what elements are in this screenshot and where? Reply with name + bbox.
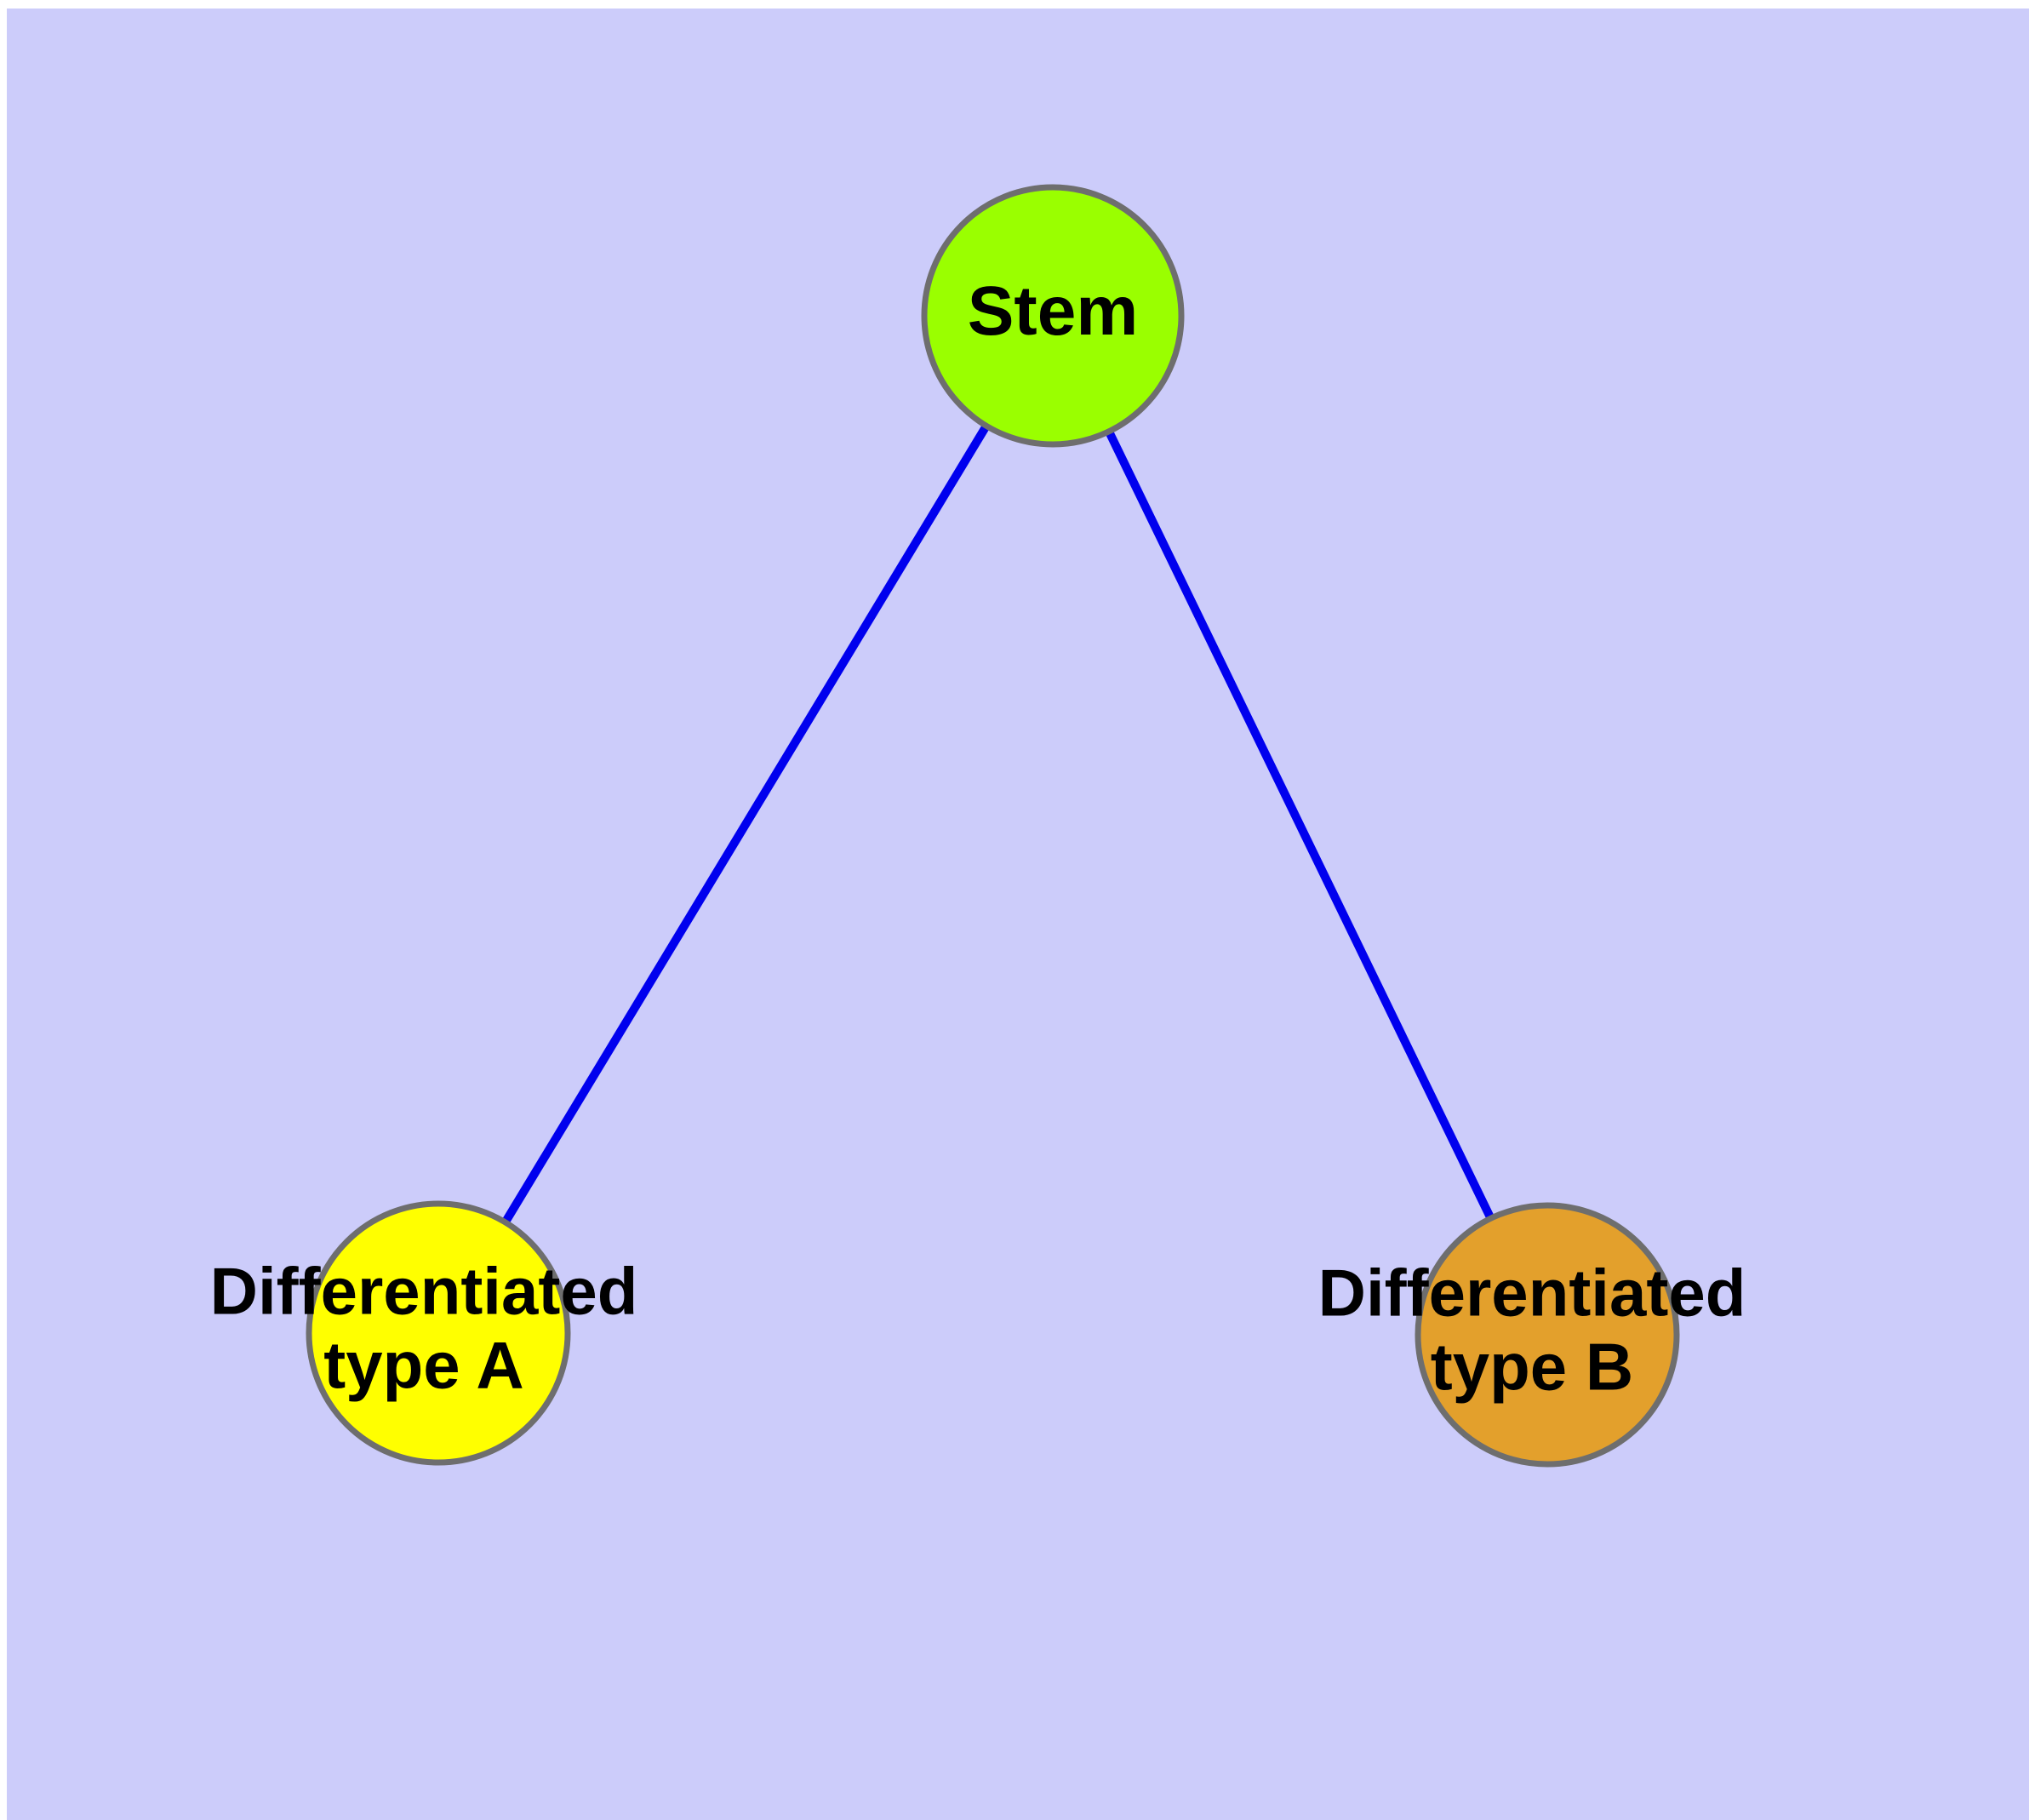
node-label-line: Differentiated [1318,1255,1746,1330]
node-label-line: type A [323,1327,524,1402]
node-label-stem: Stem [968,272,1139,350]
node-label-line: Stem [968,272,1139,350]
graph-edge[interactable] [1049,313,1552,1337]
graph-node-stem[interactable] [921,184,1185,448]
node-label-line: type B [1431,1329,1633,1404]
graph-node-diff_a[interactable] [306,1200,571,1466]
graph-edge[interactable] [434,313,1057,1336]
node-label-line: Differentiated [210,1253,638,1328]
graph-node-diff_b[interactable] [1415,1202,1680,1468]
nodes-layer [306,184,1680,1468]
edges-layer [434,313,1552,1337]
